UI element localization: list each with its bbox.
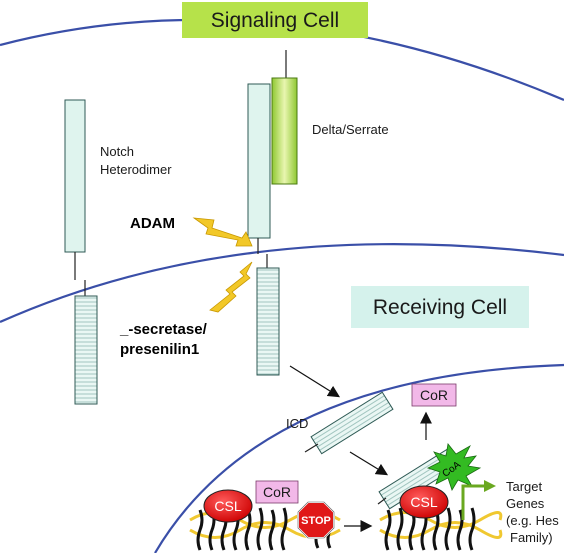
icd-label: ICD <box>286 416 308 431</box>
nucleus-membrane <box>154 363 564 553</box>
delta-serrate-ligand <box>271 50 298 185</box>
cor-released-box: CoR <box>411 383 457 407</box>
svg-text:CSL: CSL <box>410 494 437 510</box>
stop-sign: STOP <box>297 501 335 539</box>
svg-text:Signaling Cell: Signaling Cell <box>211 9 339 32</box>
arrow-to-icd <box>289 365 341 398</box>
arrow-to-nucleus <box>349 451 389 476</box>
transcription-arrow <box>461 480 496 520</box>
csl-left: CSL <box>203 489 253 523</box>
genes-label: Genes <box>506 496 545 511</box>
receiving-cell-label: Receiving Cell <box>351 286 529 328</box>
presenilin-label: presenilin1 <box>120 341 199 358</box>
dna-right <box>379 507 503 551</box>
heterodimer-label: Heterodimer <box>100 162 172 177</box>
adam-label: ADAM <box>130 215 175 232</box>
notch-heterodimer-right <box>247 83 280 376</box>
receiving-cell-membrane <box>0 243 564 324</box>
svg-text:Receiving Cell: Receiving Cell <box>373 296 507 319</box>
notch-heterodimer-left <box>64 99 98 405</box>
svg-text:CoR: CoR <box>263 484 291 500</box>
signaling-cell-label: Signaling Cell <box>182 2 368 38</box>
svg-text:STOP: STOP <box>301 515 331 527</box>
family-label: Family) <box>510 530 553 545</box>
icd-fragment <box>304 391 394 455</box>
adam-cleavage-lightning <box>192 217 253 247</box>
coa-star: CoA <box>426 443 482 491</box>
secretase-label: _-secretase/ <box>119 321 208 338</box>
csl-right: CSL <box>399 485 449 519</box>
svg-text:CoR: CoR <box>420 387 448 403</box>
target-label: Target <box>506 479 543 494</box>
delta-serrate-label: Delta/Serrate <box>312 122 389 137</box>
svg-text:CSL: CSL <box>214 498 241 514</box>
secretase-cleavage-lightning <box>209 261 253 313</box>
notch-label: Notch <box>100 144 134 159</box>
hes-label: (e.g. Hes <box>506 513 559 528</box>
cor-bound-box: CoR <box>255 480 299 504</box>
